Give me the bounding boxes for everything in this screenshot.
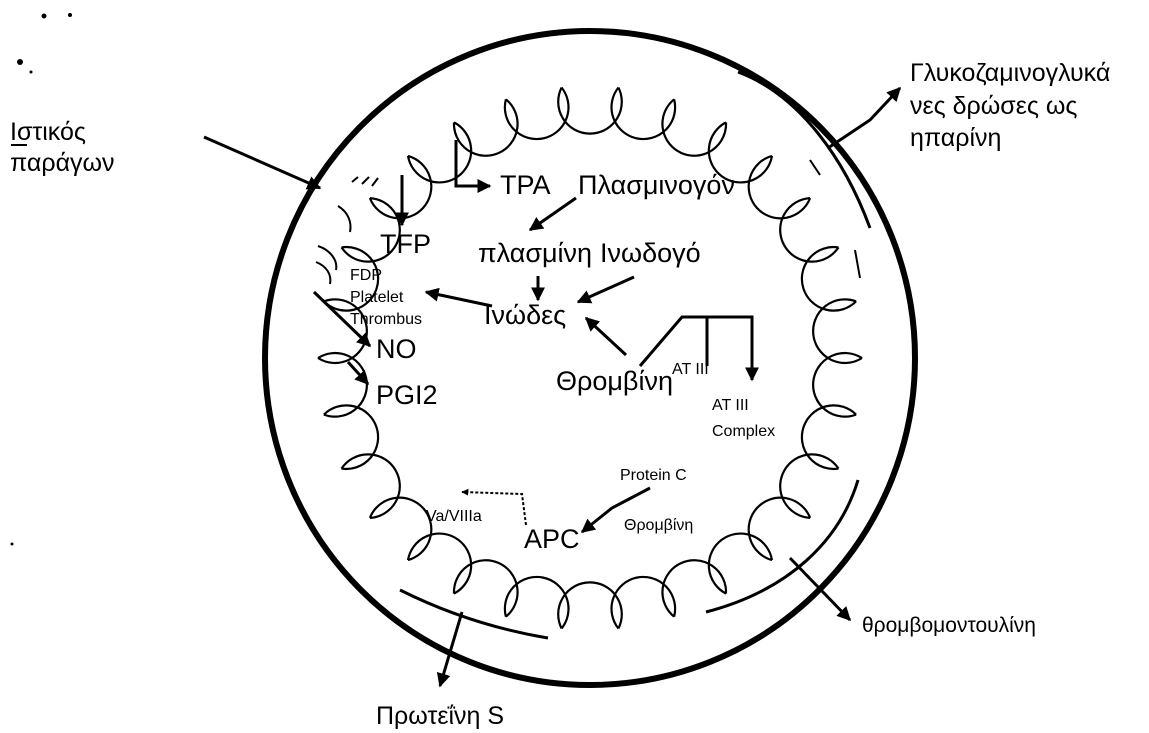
endothelial-cell bbox=[749, 498, 810, 560]
arrow-to-fdp bbox=[426, 292, 492, 306]
at3-label: AT III bbox=[672, 361, 709, 378]
pgi2-label: PGI2 bbox=[376, 380, 438, 410]
gag-bracket bbox=[738, 72, 870, 228]
endothelial-cell bbox=[662, 99, 726, 155]
gag-label-2: νες δρώσες ως bbox=[910, 92, 1077, 120]
platelet-label: Platelet bbox=[350, 289, 404, 306]
protein-s-bracket bbox=[400, 590, 548, 638]
thrombomodulin-bracket bbox=[706, 480, 858, 612]
arrow-fibrinogen bbox=[578, 277, 634, 302]
endothelial-cell bbox=[454, 99, 518, 155]
protein-c-label: Protein C bbox=[620, 467, 687, 484]
endothelial-cell bbox=[408, 534, 471, 594]
plasminogen-label: Πλασμινογόν bbox=[578, 170, 735, 200]
gag-label: Γλυκοζαμινογλυκά bbox=[910, 59, 1110, 87]
va-viiia-label: Va/VIIIa bbox=[426, 508, 482, 525]
endothelial-cell bbox=[342, 454, 400, 518]
arrow-tpa bbox=[456, 140, 490, 186]
arrow-plasminogen bbox=[530, 198, 576, 230]
thrombin-small-label: Θρομβίνη bbox=[624, 517, 693, 534]
scan-specks bbox=[11, 13, 73, 546]
at3-complex-label: AT III bbox=[712, 397, 749, 414]
endothelial-cell bbox=[370, 498, 431, 560]
arrows bbox=[204, 88, 900, 686]
endothelial-cell bbox=[780, 198, 838, 262]
tfp-label: TFP bbox=[380, 229, 431, 259]
tissue-factor-label: Ιστικός bbox=[10, 118, 86, 146]
tissue-factor-label-2: παράγων bbox=[10, 149, 115, 177]
endothelial-cell bbox=[780, 454, 838, 518]
endothelial-cell bbox=[749, 156, 810, 218]
endothelial-cell bbox=[408, 122, 471, 182]
fdp-label: FDP bbox=[350, 267, 382, 284]
fibrin-label: Ινώδες bbox=[484, 300, 566, 330]
thrombin-label: Θρομβίνη bbox=[556, 366, 673, 396]
fibrinogen-label: Ινωδογό bbox=[600, 238, 701, 268]
thrombus-label: Thrombus bbox=[350, 311, 422, 328]
arrow-thrombin-fibrin bbox=[586, 318, 626, 355]
protein-s-label: Πρωτεΐνη S bbox=[376, 702, 504, 730]
no-label: NO bbox=[376, 334, 417, 364]
at3-complex-label-2: Complex bbox=[712, 423, 775, 440]
arrow-tissue-factor bbox=[204, 137, 320, 188]
endothelial-cell bbox=[709, 534, 772, 594]
apc-label: APC bbox=[524, 524, 580, 554]
endothelial-cell bbox=[454, 560, 518, 616]
tpa-label: TPA bbox=[500, 170, 551, 200]
gag-label-3: ηπαρίνη bbox=[910, 124, 1001, 152]
plasmin-label: πλασμίνη bbox=[478, 238, 592, 268]
thrombomodulin-label: θρομβομοντουλίνη bbox=[862, 614, 1036, 637]
arrow-gag bbox=[828, 88, 900, 148]
